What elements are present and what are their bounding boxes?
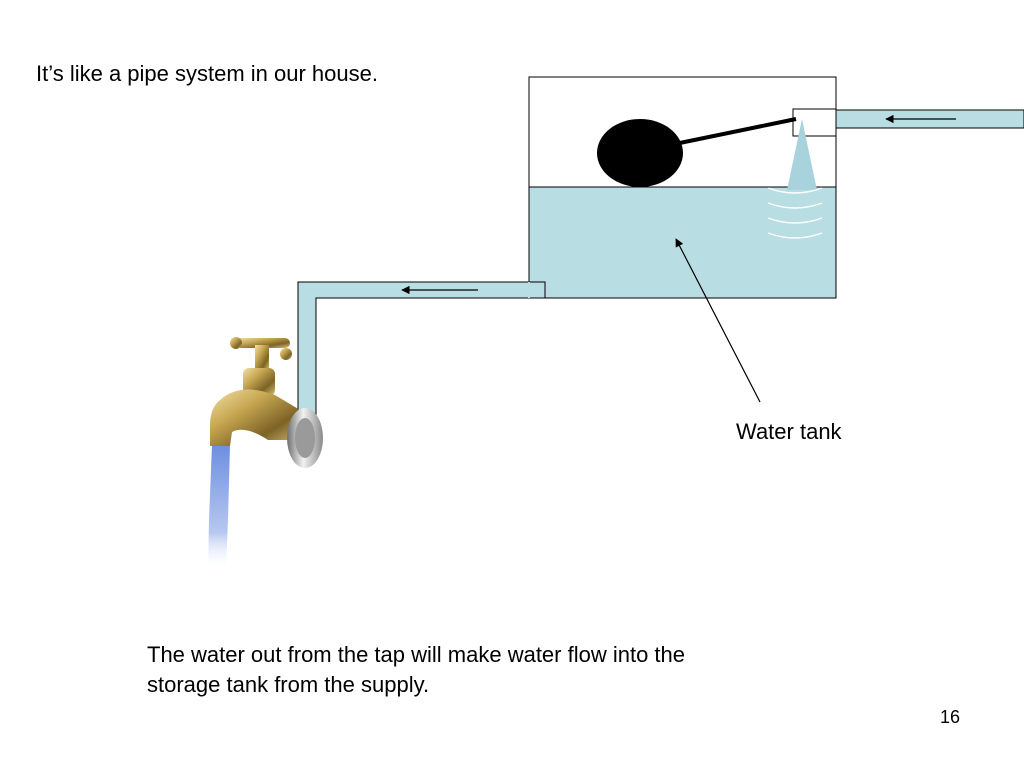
page-number: 16: [940, 707, 961, 727]
tap-water-stream: [208, 445, 230, 570]
slide-heading: It’s like a pipe system in our house.: [36, 61, 378, 86]
inflow-jet: [787, 119, 817, 190]
tap-icon: [208, 337, 323, 570]
float-ball: [597, 119, 683, 187]
tank-water: [529, 187, 836, 298]
tank-label-pointer: [675, 238, 761, 403]
ripples: [767, 187, 823, 239]
float-arm: [669, 117, 797, 147]
slide-caption: The water out from the tap will make wat…: [147, 642, 686, 697]
water-tank-label: Water tank: [736, 419, 842, 444]
outflow-pipe: [297, 281, 546, 419]
